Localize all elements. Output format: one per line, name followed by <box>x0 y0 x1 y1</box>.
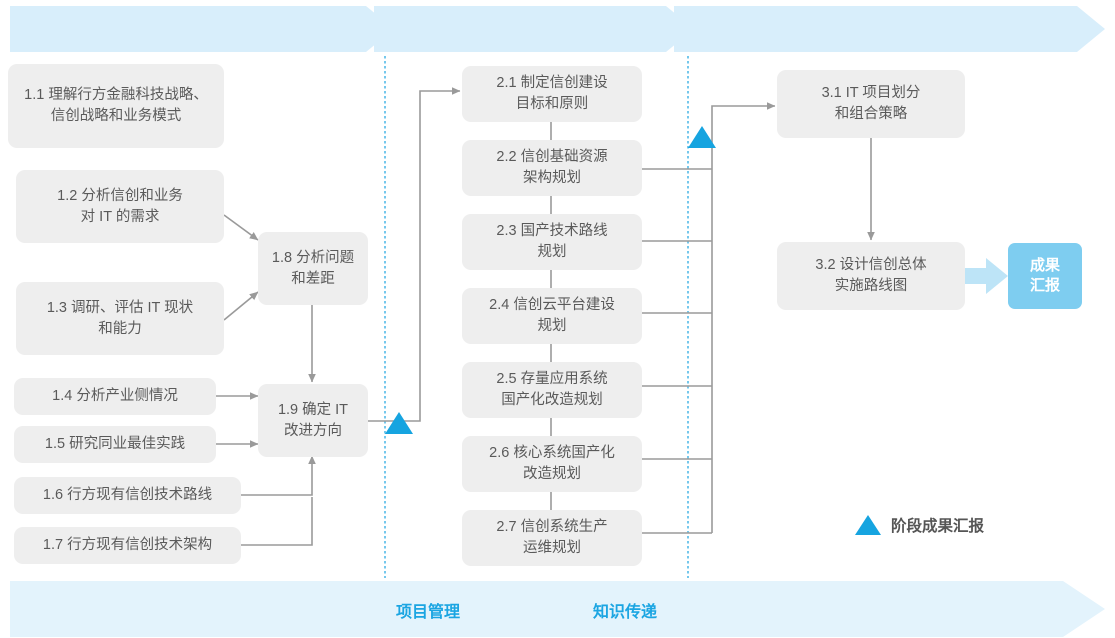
task-node-3-1[interactable]: 3.1 IT 项目划分 和组合策略 <box>777 70 965 138</box>
edge-3-2-to-result-arrow <box>958 258 1008 294</box>
task-node-1-6[interactable]: 1.6 行方现有信创技术路线 <box>14 477 241 514</box>
milestone-triangle-phase2 <box>688 126 716 148</box>
legend-label: 阶段成果汇报 <box>891 518 985 535</box>
bottom-band-arrow <box>10 581 1105 637</box>
milestone-triangle-phase1 <box>385 412 413 434</box>
task-node-1-3[interactable]: 1.3 调研、评估 IT 现状 和能力 <box>16 282 224 355</box>
edge-1-6-to-1-9 <box>241 455 316 496</box>
milestone-triangle-icon <box>855 515 881 535</box>
task-node-2-7[interactable]: 2.7 信创系统生产 运维规划 <box>462 510 642 566</box>
task-node-3-2[interactable]: 3.2 设计信创总体 实施路线图 <box>777 242 965 310</box>
phase-chevron-1 <box>10 6 394 52</box>
task-node-1-1[interactable]: 1.1 理解行方金融科技战略、 信创战略和业务模式 <box>8 64 224 148</box>
legend: 阶段成果汇报 <box>855 514 984 536</box>
bottom-band-label-project-management: 项目管理 <box>396 604 461 621</box>
task-node-1-9[interactable]: 1.9 确定 IT 改进方向 <box>258 384 368 457</box>
bottom-band-label-knowledge-transfer: 知识传递 <box>593 604 658 621</box>
task-node-1-2[interactable]: 1.2 分析信创和业务 对 IT 的需求 <box>16 170 224 243</box>
edge-1-3-to-1-8 <box>223 291 259 321</box>
task-node-2-4[interactable]: 2.4 信创云平台建设 规划 <box>462 288 642 344</box>
task-node-2-6[interactable]: 2.6 核心系统国产化 改造规划 <box>462 436 642 492</box>
task-node-2-2[interactable]: 2.2 信创基础资源 架构规划 <box>462 140 642 196</box>
result-node[interactable]: 成果 汇报 <box>1008 243 1082 309</box>
edge-1-2-to-1-8 <box>223 214 259 241</box>
phase-chevron-3 <box>674 6 1105 52</box>
task-node-2-1[interactable]: 2.1 制定信创建设 目标和原则 <box>462 66 642 122</box>
task-node-1-8[interactable]: 1.8 分析问题 和差距 <box>258 232 368 305</box>
task-node-2-3[interactable]: 2.3 国产技术路线 规划 <box>462 214 642 270</box>
edge-1-7-to-1-9 <box>241 497 313 546</box>
task-node-2-5[interactable]: 2.5 存量应用系统 国产化改造规划 <box>462 362 642 418</box>
edge-bus-to-3-1 <box>711 102 776 120</box>
task-node-1-5[interactable]: 1.5 研究同业最佳实践 <box>14 426 216 463</box>
task-node-1-7[interactable]: 1.7 行方现有信创技术架构 <box>14 527 241 564</box>
task-node-1-4[interactable]: 1.4 分析产业侧情况 <box>14 378 216 415</box>
phase-chevron-2 <box>374 6 694 52</box>
